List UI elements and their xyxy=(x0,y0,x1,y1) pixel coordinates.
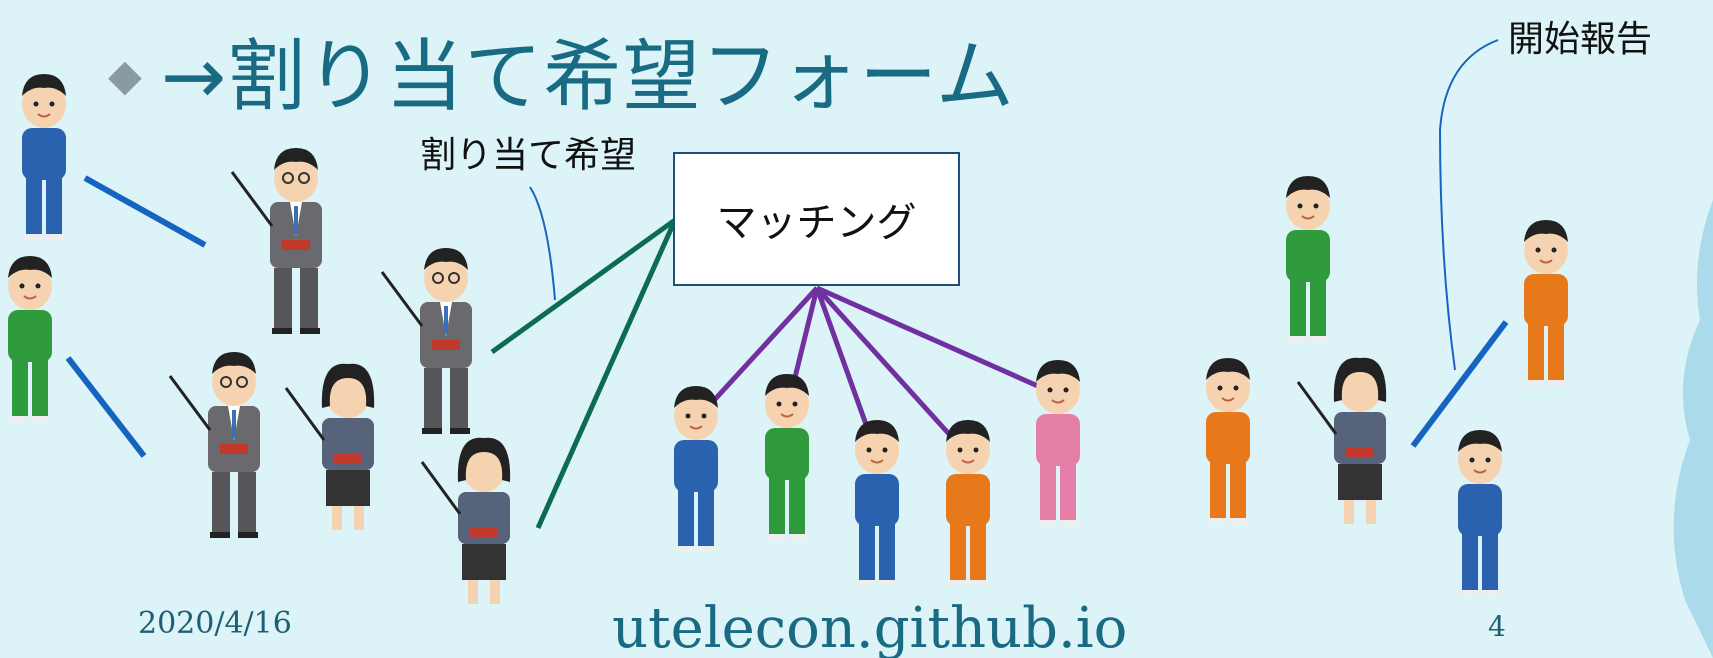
student-figure xyxy=(1205,357,1251,525)
link-line-green xyxy=(490,217,677,355)
callout-line xyxy=(1438,39,1499,371)
student-figure xyxy=(764,373,810,541)
teacher-figure xyxy=(168,350,262,540)
student-figure xyxy=(1523,219,1569,387)
link-line-green xyxy=(535,218,678,530)
matching-box: マッチング xyxy=(673,152,960,286)
student-figure xyxy=(945,419,991,587)
teacher-figure xyxy=(284,362,376,532)
teacher-figure xyxy=(380,246,474,436)
page-number: 4 xyxy=(1488,610,1506,643)
link-line-blue xyxy=(1410,320,1509,448)
slide-title: ◆ →割り当て希望フォーム xyxy=(108,14,1015,126)
student-figure xyxy=(673,385,719,553)
link-line-blue xyxy=(83,175,207,248)
footer-url[interactable]: utelecon.github.io xyxy=(612,596,1128,658)
decorative-brush-shape xyxy=(1673,200,1713,658)
link-line-purple xyxy=(694,286,819,422)
title-bullet-icon: ◆ xyxy=(108,50,143,102)
start-report-label: 開始報告 xyxy=(1508,19,1653,60)
request-label: 割り当て希望 xyxy=(420,135,637,176)
student-figure xyxy=(1035,359,1081,527)
link-line-purple xyxy=(815,286,970,457)
link-line-purple xyxy=(815,285,1060,398)
teacher-figure xyxy=(1296,356,1388,526)
callout-line xyxy=(529,186,556,301)
footer-date: 2020/4/16 xyxy=(138,606,292,641)
teacher-figure xyxy=(230,146,324,336)
link-line-blue xyxy=(65,356,147,458)
matching-label: マッチング xyxy=(716,200,917,246)
student-figure xyxy=(7,255,53,423)
title-text: →割り当て希望フォーム xyxy=(160,32,1015,122)
student-figure xyxy=(854,419,900,587)
student-figure xyxy=(1285,175,1331,343)
student-figure xyxy=(21,73,67,241)
teacher-figure xyxy=(420,436,512,606)
student-figure xyxy=(1457,429,1503,597)
